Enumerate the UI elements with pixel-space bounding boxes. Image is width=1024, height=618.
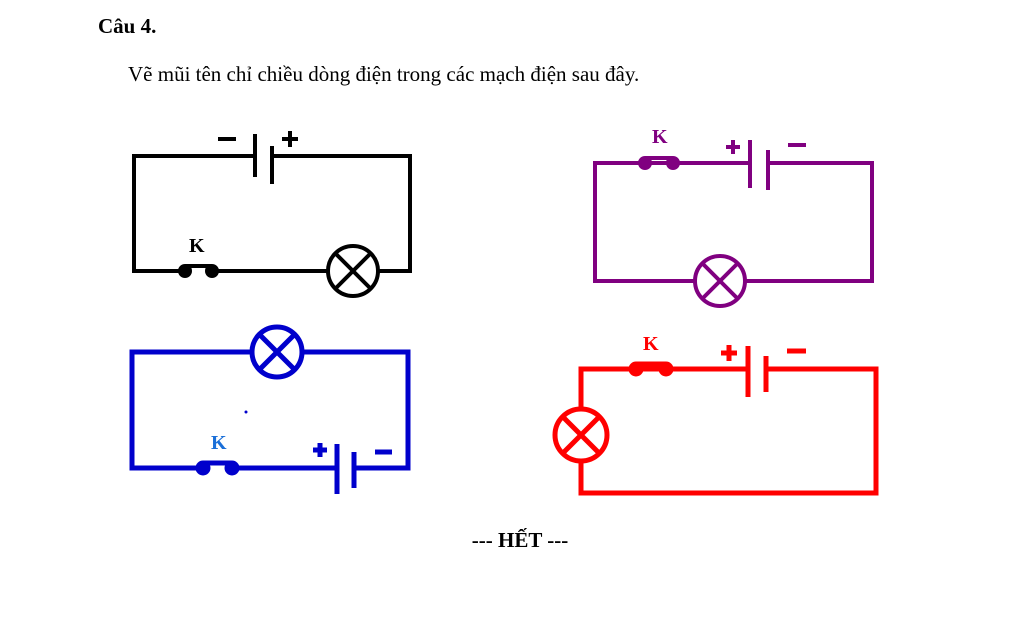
circuit-1-wire bbox=[132, 154, 412, 273]
circuit-1-switch-label: K bbox=[189, 235, 205, 257]
circuit-4-lamp-cross-b bbox=[560, 414, 602, 456]
circuit-1-lamp-cross-b bbox=[333, 251, 373, 291]
circuit-2 bbox=[593, 140, 874, 308]
end-mark: --- HẾT --- bbox=[471, 528, 569, 552]
circuit-2-wire bbox=[593, 161, 874, 283]
question-instruction: Vẽ mũi tên chỉ chiều dòng điện trong các… bbox=[128, 62, 640, 86]
circuit-2-lamp-cross-b bbox=[700, 261, 740, 301]
circuit-3-switch-label: K bbox=[211, 432, 227, 454]
question-title: Câu 4. bbox=[98, 14, 157, 38]
circuit-4-switch-label: K bbox=[643, 333, 659, 355]
circuit-2-switch-label: K bbox=[652, 126, 668, 148]
circuit-1-lamp-icon bbox=[326, 244, 380, 298]
circuit-3-wire bbox=[129, 349, 411, 471]
circuit-4-wire bbox=[578, 366, 879, 496]
circuit-4-lamp-icon bbox=[552, 406, 610, 464]
circuit-1 bbox=[132, 131, 412, 298]
circuit-4 bbox=[552, 345, 879, 496]
circuit-3-lamp-icon bbox=[249, 324, 305, 380]
circuit-3-stray-dot bbox=[244, 410, 248, 414]
circuit-3-lamp-cross-b bbox=[257, 332, 297, 372]
circuit-3 bbox=[129, 324, 411, 494]
circuit-2-lamp-icon bbox=[693, 254, 747, 308]
